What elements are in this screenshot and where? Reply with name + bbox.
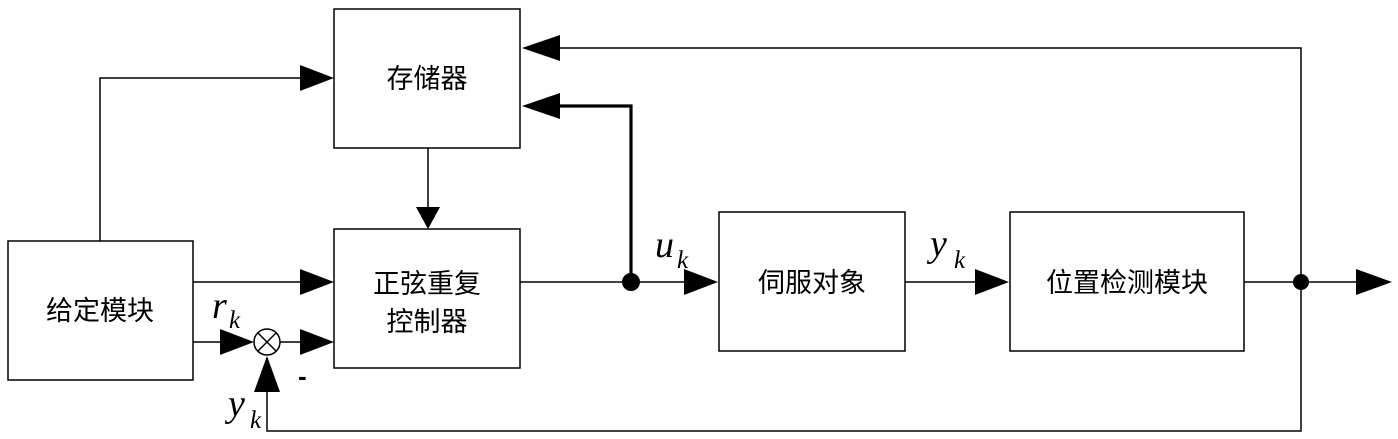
wire-given-to-memory bbox=[100, 78, 300, 241]
signal-r-subscript: k bbox=[229, 307, 241, 334]
signal-r-symbol: r bbox=[212, 285, 227, 327]
signal-u-k: u k bbox=[655, 224, 689, 274]
controller-label-line1: 正弦重复 bbox=[373, 269, 481, 300]
signal-y-k-mid: y k bbox=[926, 223, 966, 274]
arrow-output bbox=[1356, 269, 1392, 295]
signal-u-subscript: k bbox=[677, 247, 689, 274]
arrow-into-controller-top bbox=[300, 269, 334, 295]
signal-y-mid-symbol: y bbox=[926, 223, 947, 265]
wire-u-to-memory bbox=[560, 106, 631, 282]
arrow-memory-down bbox=[416, 207, 440, 229]
controller-block: 正弦重复 控制器 bbox=[334, 229, 520, 368]
signal-y-mid-subscript: k bbox=[954, 247, 966, 274]
arrow-feedback-into-memory bbox=[522, 35, 560, 61]
arrow-into-servo bbox=[684, 269, 718, 295]
signal-u-symbol: u bbox=[655, 224, 674, 266]
position-detection-block: 位置检测模块 bbox=[1010, 212, 1244, 351]
position-detection-label: 位置检测模块 bbox=[1046, 268, 1208, 299]
summing-junction bbox=[254, 329, 280, 355]
arrow-u-into-memory bbox=[522, 93, 560, 119]
servo-object-label: 伺服对象 bbox=[758, 268, 866, 299]
signal-y-feedback-symbol: y bbox=[224, 383, 245, 425]
arrow-into-controller-bottom bbox=[300, 329, 334, 355]
signal-y-feedback-subscript: k bbox=[250, 407, 262, 434]
given-module-label: 给定模块 bbox=[46, 296, 154, 327]
minus-sign: - bbox=[298, 361, 307, 391]
arrow-feedback-into-sum bbox=[254, 356, 280, 392]
junction-dot-y bbox=[1293, 274, 1309, 290]
arrow-into-detection bbox=[975, 269, 1009, 295]
signal-r-k: r k bbox=[212, 285, 241, 334]
servo-object-block: 伺服对象 bbox=[719, 212, 905, 351]
junction-dot-u bbox=[622, 273, 640, 291]
controller-label-line2: 控制器 bbox=[387, 307, 468, 338]
memory-block: 存储器 bbox=[334, 9, 520, 148]
memory-label: 存储器 bbox=[387, 64, 468, 95]
given-module-block: 给定模块 bbox=[8, 241, 193, 380]
arrow-into-memory-left bbox=[300, 65, 334, 91]
